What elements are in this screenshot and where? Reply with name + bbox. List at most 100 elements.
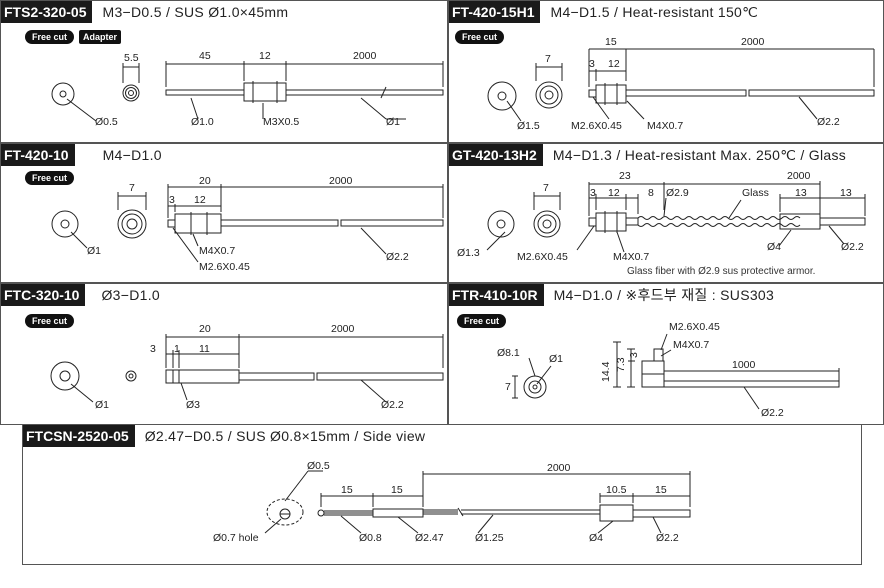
- panel-ft-420-15h1: FT-420-15H1 M4−D1.5 / Heat-resistant 150…: [448, 0, 884, 143]
- thread-label: M2.6X0.45: [517, 251, 568, 263]
- panel-header: FTC-320-10 Ø3−D1.0: [1, 284, 160, 306]
- dimension-labels: Ø1.5 7 15 3 12 2000 M2.6X0.45 M4X0.7 Ø2.…: [517, 36, 840, 132]
- width-label: 7: [129, 182, 135, 194]
- length-label: 45: [199, 50, 211, 62]
- free-cut-badge: Free cut: [457, 314, 507, 328]
- model-spec: M4−D1.3 / Heat-resistant Max. 250℃ / Gla…: [552, 146, 847, 163]
- thread-label: M2.6X0.45: [669, 321, 720, 333]
- dimension-labels: Ø0.5 Ø0.7 hole 15 15 2000 10.5 15 Ø0.8 Ø…: [213, 460, 679, 544]
- model-code: FTC-320-10: [1, 284, 86, 306]
- thread-label: M2.6X0.45: [199, 261, 250, 273]
- length-label: 3: [150, 343, 156, 355]
- dimension-labels: Ø1.3 7 23 3 12 8 Ø2.9 Glass 2000 13 13 M…: [457, 170, 864, 263]
- diameter-label: Ø2.2: [817, 116, 840, 128]
- thread-label: M4X0.7: [673, 339, 709, 351]
- thread-label: M3X0.5: [263, 116, 299, 128]
- free-cut-badge: Free cut: [25, 171, 75, 185]
- width-label: 7: [543, 182, 549, 194]
- length-label: 3: [589, 58, 595, 70]
- model-code: FTCSN-2520-05: [23, 425, 135, 447]
- length-label: 2000: [329, 175, 353, 187]
- length-label: 2000: [353, 50, 377, 62]
- length-label: 2000: [331, 323, 355, 335]
- dimension-labels: Ø0.5 5.5 45 12 2000 Ø1.0 M3X0.5 Ø1: [95, 50, 400, 128]
- length-label: 23: [619, 170, 631, 182]
- panel-fts2-320-05: FTS2-320-05 M3−D0.5 / SUS Ø1.0×45mm Free…: [0, 0, 448, 143]
- model-spec: M3−D0.5 / SUS Ø1.0×45mm: [102, 4, 289, 20]
- free-cut-badge: Free cut: [455, 30, 505, 44]
- height-label: 14.4: [600, 361, 612, 382]
- fiber-drawing: [264, 470, 691, 534]
- diameter-label: Ø4: [767, 241, 781, 253]
- diameter-label: Ø1: [95, 399, 109, 411]
- glass-fiber-note: Glass fiber with Ø2.9 sus protective arm…: [627, 266, 816, 277]
- free-cut-badge: Free cut: [25, 314, 75, 328]
- diameter-label: Ø1: [549, 353, 563, 365]
- diameter-label: Ø0.8: [359, 532, 382, 544]
- dimension-labels: Ø1 20 2000 3 1 11 Ø3 Ø2.2: [95, 323, 404, 411]
- length-label: 13: [795, 187, 807, 199]
- width-label: 7: [545, 53, 551, 65]
- glass-label: Glass: [742, 187, 769, 199]
- diameter-label: Ø2.9: [666, 187, 689, 199]
- length-label: 12: [608, 58, 620, 70]
- model-code: FTR-410-10R: [449, 284, 544, 306]
- length-label: 8: [648, 187, 654, 199]
- panel-header: FTS2-320-05 M3−D0.5 / SUS Ø1.0×45mm: [1, 1, 288, 23]
- diameter-label: Ø0.5: [307, 460, 330, 472]
- diameter-label: Ø2.47: [415, 532, 444, 544]
- length-label: 15: [605, 36, 617, 48]
- length-label: 15: [391, 484, 403, 496]
- length-label: 20: [199, 323, 211, 335]
- height-label: 3: [628, 352, 640, 358]
- length-label: 1000: [732, 359, 756, 371]
- panel-gt-420-13h2: GT-420-13H2 M4−D1.3 / Heat-resistant Max…: [448, 143, 884, 283]
- diameter-label: Ø1: [386, 116, 400, 128]
- thread-label: M4X0.7: [647, 120, 683, 132]
- fiber-drawing: [487, 48, 875, 122]
- length-label: 20: [199, 175, 211, 187]
- panel-ftcsn-2520-05: FTCSN-2520-05 Ø2.47−D0.5 / SUS Ø0.8×15mm…: [22, 425, 862, 565]
- diameter-label: Ø8.1: [497, 347, 520, 359]
- panel-header: FT-420-15H1 M4−D1.5 / Heat-resistant 150…: [449, 1, 758, 23]
- model-spec: M4−D1.0: [102, 147, 162, 163]
- length-label: 12: [259, 50, 271, 62]
- model-spec: Ø2.47−D0.5 / SUS Ø0.8×15mm / Side view: [144, 428, 426, 444]
- diameter-label: Ø2.2: [386, 251, 409, 263]
- length-label: 13: [840, 187, 852, 199]
- length-label: 12: [608, 187, 620, 199]
- length-label: 3: [169, 194, 175, 206]
- thread-label: M2.6X0.45: [571, 120, 622, 132]
- dimension-labels: Ø8.1 Ø1 7 14.4 7.3 3 M2.6X0.45 M4X0.7 10…: [497, 321, 784, 419]
- length-label: 2000: [547, 462, 571, 474]
- model-code: FTS2-320-05: [1, 1, 93, 23]
- diameter-label: Ø2.2: [761, 407, 784, 419]
- fiber-drawing: [51, 184, 444, 263]
- length-label: 2000: [787, 170, 811, 182]
- diameter-label: Ø2.2: [841, 241, 864, 253]
- height-label: 7.3: [615, 357, 627, 372]
- length-label: 10.5: [606, 484, 627, 496]
- adapter-badge: Adapter: [79, 30, 122, 44]
- length-label: 3: [590, 187, 596, 199]
- panel-ft-420-10: FT-420-10 M4−D1.0 Free cut Ø1 7 20 3 12 …: [0, 143, 448, 283]
- width-label: 5.5: [124, 52, 139, 64]
- fiber-drawing: [51, 61, 444, 122]
- width-label: 7: [505, 381, 511, 393]
- fiber-drawing: [486, 181, 866, 253]
- diameter-label: Ø4: [589, 532, 603, 544]
- panel-header: FTR-410-10R M4−D1.0 / ※후드부 재질 : SUS303: [449, 284, 774, 306]
- panel-header: GT-420-13H2 M4−D1.3 / Heat-resistant Max…: [449, 144, 846, 166]
- panel-header: FTCSN-2520-05 Ø2.47−D0.5 / SUS Ø0.8×15mm…: [23, 425, 425, 447]
- fiber-drawing: [512, 333, 840, 410]
- model-spec: M4−D1.0 / ※후드부 재질 : SUS303: [553, 287, 775, 303]
- model-spec: Ø3−D1.0: [101, 287, 160, 303]
- dimension-labels: Ø1 7 20 3 12 2000 M4X0.7 M2.6X0.45 Ø2.2: [87, 175, 409, 273]
- length-label: 15: [341, 484, 353, 496]
- panel-ftr-410-10r: FTR-410-10R M4−D1.0 / ※후드부 재질 : SUS303 F…: [448, 283, 884, 425]
- thread-label: M4X0.7: [199, 245, 235, 257]
- length-label: 1: [174, 343, 180, 355]
- free-cut-badge: Free cut: [25, 30, 75, 44]
- model-spec: M4−D1.5 / Heat-resistant 150℃: [550, 3, 759, 20]
- hole-label: Ø0.7 hole: [213, 532, 259, 544]
